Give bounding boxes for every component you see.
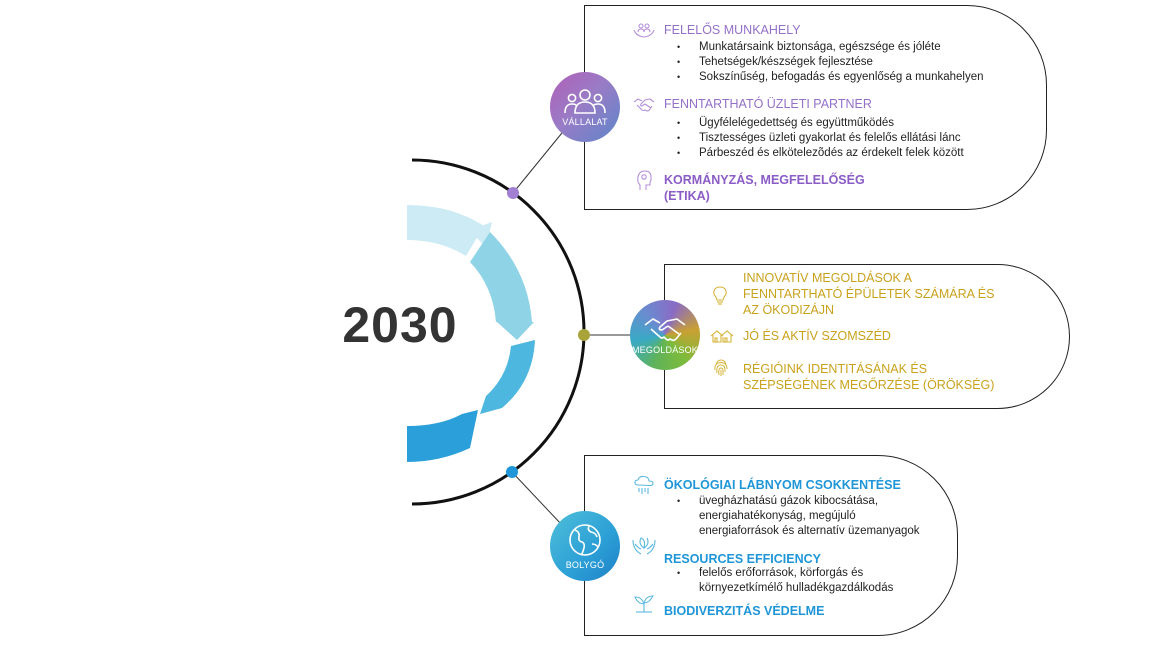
biodiversity-title: BIODIVERZITÁS VÉDELME bbox=[664, 604, 825, 618]
list-item: Párbeszéd és elkötelezõdés az érdekelt f… bbox=[675, 146, 964, 161]
footprint-list: üvegházhatású gázok kibocsátása, energia… bbox=[675, 494, 920, 539]
houses-icon bbox=[710, 330, 734, 343]
governance-title-line2: (ETIKA) bbox=[664, 189, 710, 203]
hub-planet: BOLYGÓ bbox=[550, 511, 620, 581]
cloud-rain-icon bbox=[634, 475, 654, 494]
connector-company bbox=[512, 127, 567, 194]
neighbour-title: JÓ ÉS AKTÍV SZOMSZÉD bbox=[743, 329, 891, 343]
list-item: Sokszínűség, befogadás és egyenlőség a m… bbox=[675, 70, 984, 85]
cycle-arrow-tip bbox=[497, 322, 534, 340]
governance-title: KORMÁNYZÁS, MEGFELELŐSÉG (ETIKA) bbox=[664, 172, 865, 204]
heritage-line1: RÉGIÓINK IDENTITÁSÁNAK ÉS bbox=[743, 362, 928, 376]
dot-planet bbox=[506, 466, 518, 478]
innovative-line2: FENNTARTHATÓ ÉPÜLETEK SZÁMÁRA ÉS bbox=[743, 287, 995, 301]
head-profile-icon bbox=[637, 170, 652, 190]
list-item: Tehetségek/készségek fejlesztése bbox=[675, 55, 984, 70]
heritage-line2: SZÉPSÉGÉNEK MEGŐRZÉSE (ÖRÖKSÉG) bbox=[743, 378, 995, 392]
resources-list: felelős erőforrások, körforgás és környe… bbox=[675, 566, 893, 596]
heritage-title: RÉGIÓINK IDENTITÁSÁNAK ÉS SZÉPSÉGÉNEK ME… bbox=[743, 361, 994, 393]
hub-company: VÁLLALAT bbox=[550, 72, 620, 142]
handshake-icon bbox=[644, 318, 686, 342]
footprint-item-line3: energiaforrások és alternatív üzemanyago… bbox=[699, 525, 920, 537]
cycle-segment-middle bbox=[470, 232, 532, 322]
innovative-line1: INNOVATÍV MEGOLDÁSOK A bbox=[743, 271, 913, 285]
list-item: Munkatársaink biztonsága, egészsége és j… bbox=[675, 40, 984, 55]
target-year: 2030 bbox=[342, 297, 458, 353]
partner-list: Ügyfélelégedettség és együttműködés Tisz… bbox=[675, 116, 964, 161]
hub-solutions: MEGOLDÁSOK bbox=[630, 300, 700, 370]
dot-solutions bbox=[578, 329, 590, 341]
globe-icon bbox=[569, 524, 601, 556]
footprint-title: ÖKOLÓGIAI LÁBNYOM CSOKKENTÉSE bbox=[664, 478, 901, 492]
resources-title: RESOURCES EFFICIENCY bbox=[664, 552, 821, 566]
hub-company-label: VÁLLALAT bbox=[562, 117, 608, 127]
list-item: Tisztességes üzleti gyakorlat és felelős… bbox=[675, 131, 964, 146]
fingerprint-icon bbox=[714, 359, 728, 376]
resources-item-line1: felelős erőforrások, körforgás és bbox=[699, 567, 864, 579]
resources-item-line2: környezetkímélő hulladékgazdálkodás bbox=[699, 582, 894, 594]
workplace-list: Munkatársaink biztonsága, egészsége és j… bbox=[675, 40, 984, 85]
list-item: felelős erőforrások, körforgás és környe… bbox=[675, 566, 893, 596]
sprout-icon bbox=[634, 595, 654, 613]
hands-leaf-icon bbox=[632, 537, 656, 555]
partner-title: FENNTARTHATÓ ÜZLETI PARTNER bbox=[664, 97, 872, 111]
footprint-item-line2: energiahatékonyság, megújuló bbox=[699, 510, 856, 522]
workplace-title: FELELŐS MUNKAHELY bbox=[664, 23, 801, 37]
cycle-arrows bbox=[407, 205, 535, 462]
list-item: üvegházhatású gázok kibocsátása, energia… bbox=[675, 494, 920, 539]
cycle-segment-top bbox=[407, 205, 484, 256]
hands-people-icon bbox=[633, 23, 655, 38]
list-item: Ügyfélelégedettség és együttműködés bbox=[675, 116, 964, 131]
people-icon bbox=[564, 89, 606, 114]
cycle-segment-lower bbox=[480, 340, 535, 414]
handshake-icon bbox=[633, 98, 655, 112]
dot-company bbox=[507, 187, 519, 199]
hub-planet-label: BOLYGÓ bbox=[565, 560, 605, 570]
governance-title-line1: KORMÁNYZÁS, MEGFELELŐSÉG bbox=[664, 173, 865, 187]
cycle-segment-bottom bbox=[407, 410, 478, 462]
hub-solutions-label: MEGOLDÁSOK bbox=[631, 345, 698, 355]
innovative-line3: AZ ÖKODIZÁJN bbox=[743, 303, 834, 317]
lightbulb-icon bbox=[713, 286, 727, 305]
footprint-item-line1: üvegházhatású gázok kibocsátása, bbox=[699, 495, 879, 507]
connector-planet bbox=[511, 471, 563, 526]
innovative-title: INNOVATÍV MEGOLDÁSOK A FENNTARTHATÓ ÉPÜL… bbox=[743, 270, 994, 318]
